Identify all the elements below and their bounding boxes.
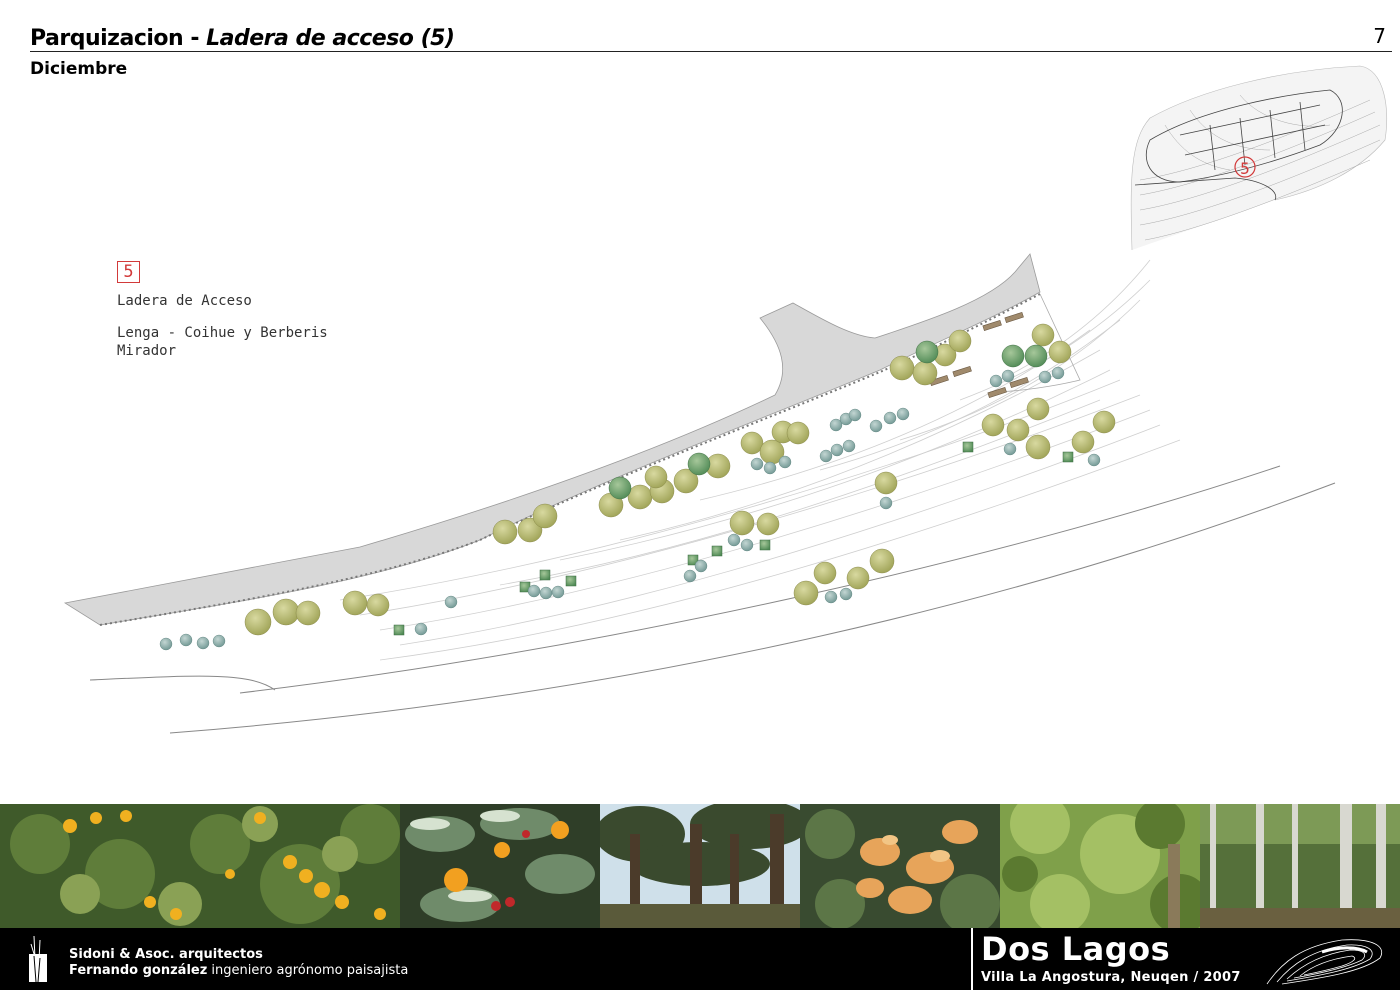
zone-number-box: 5 bbox=[117, 261, 140, 283]
photo-strip bbox=[0, 804, 1400, 928]
header-rule bbox=[30, 51, 1392, 52]
zone-species: Lenga - Coihue y Berberis bbox=[117, 325, 328, 341]
lenga-forest-photo bbox=[1200, 804, 1400, 928]
zone-name: Ladera de Acceso bbox=[117, 293, 252, 309]
project-thumbnail-icon bbox=[1266, 939, 1383, 985]
footer: Sidoni & Asoc. arquitectos Fernando gonz… bbox=[0, 928, 1400, 990]
lower-road-lines bbox=[89, 465, 1336, 734]
page-title: Parquizacion - Ladera de acceso (5) bbox=[30, 26, 455, 51]
agronomist-credit: Fernando gonzález ingeniero agrónomo pai… bbox=[69, 963, 408, 978]
green-foliage-photo bbox=[1000, 804, 1200, 928]
site-plan: 5 bbox=[63, 65, 1388, 734]
project-name: Dos Lagos bbox=[981, 930, 1171, 968]
page-number: 7 bbox=[1373, 24, 1386, 48]
footer-divider bbox=[971, 928, 973, 990]
agronomist-name: Fernando gonzález bbox=[69, 963, 208, 978]
forest-trunks-photo bbox=[600, 804, 800, 928]
project-location: Villa La Angostura, Neuqen / 2007 bbox=[981, 970, 1241, 985]
title-main: Parquizacion - bbox=[30, 26, 207, 51]
upper-road bbox=[63, 253, 1041, 626]
autumn-nothofagus-leaves-photo bbox=[800, 804, 1000, 928]
studio-name: Sidoni & Asoc. arquitectos bbox=[69, 947, 263, 962]
shrubs-blue bbox=[159, 366, 1101, 651]
zone-feature: Mirador bbox=[117, 343, 177, 359]
contour-lines bbox=[339, 259, 1181, 661]
berberis-flower-closeup-photo bbox=[400, 804, 600, 928]
title-italic: Ladera de acceso (5) bbox=[206, 26, 455, 51]
key-map-marker: 5 bbox=[1240, 159, 1250, 178]
trees-olive bbox=[244, 323, 1116, 636]
studio-logo-icon bbox=[29, 935, 47, 983]
berberis-yellow-flowers-photo bbox=[0, 804, 400, 928]
trees-green bbox=[393, 340, 1074, 636]
agronomist-role: ingeniero agrónomo paisajista bbox=[207, 963, 409, 978]
road-edge-gravel bbox=[99, 293, 1041, 626]
key-map: 5 bbox=[1130, 65, 1388, 251]
benches bbox=[929, 311, 1029, 399]
page-subtitle: Diciembre bbox=[30, 59, 128, 79]
